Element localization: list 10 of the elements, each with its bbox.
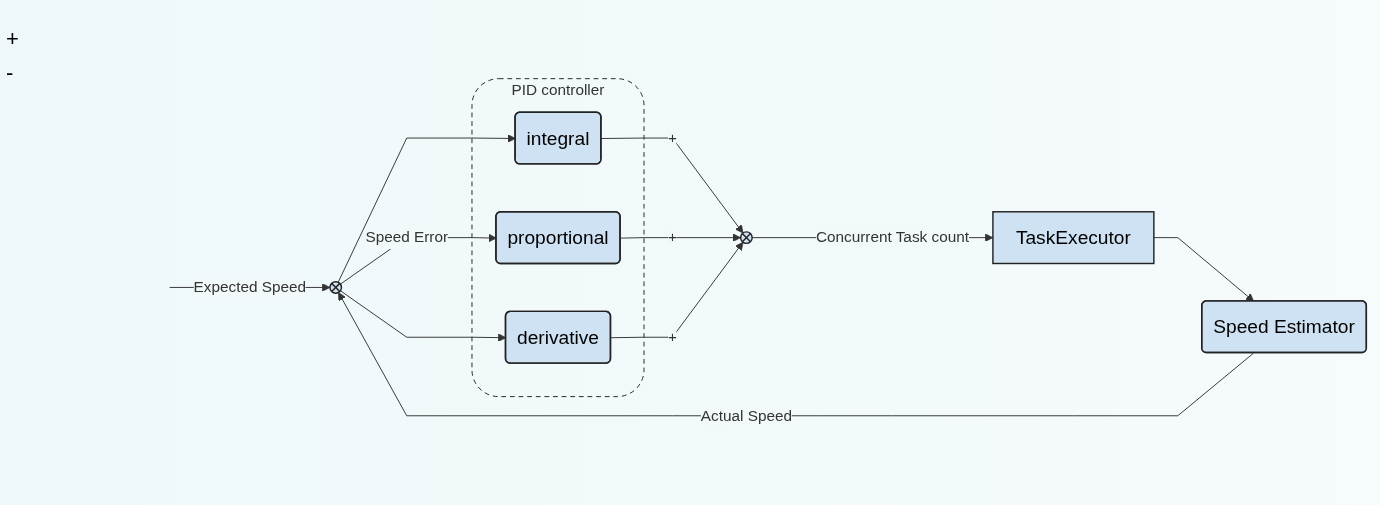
sign-label: + [6,26,20,52]
edge-label: Concurrent Task count [815,228,969,245]
edge-label: + [667,328,677,345]
edge-label: + [667,228,677,245]
edge-label: Expected Speed [193,278,307,295]
edge-label: Actual Speed [700,406,792,423]
edge-label: + [667,128,677,146]
node-box: TaskExecutor [992,210,1155,264]
sign-label: - [6,60,15,86]
edge-label: Speed Error [365,228,449,245]
